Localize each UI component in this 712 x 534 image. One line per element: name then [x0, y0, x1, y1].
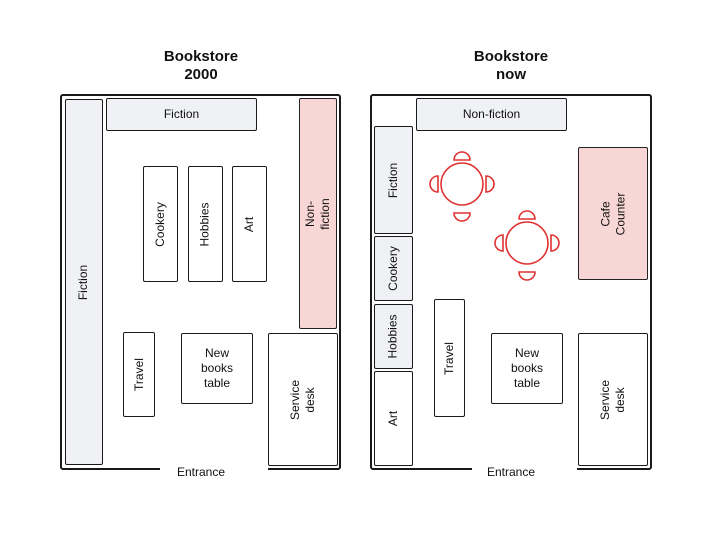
left-shelf-cookery: Cookery [143, 166, 178, 282]
left-entrance-label: Entrance [176, 465, 226, 479]
right-shelf-fiction: Fiction [374, 126, 413, 234]
right-new-books-table: New books table [491, 333, 563, 404]
right-cafe-counter: Cafe Counter [578, 147, 648, 280]
right-shelf-travel: Travel [434, 299, 465, 417]
right-shelf-art: Art [374, 371, 413, 466]
left-shelf-art: Art [232, 166, 267, 282]
right-plan-title: Bookstore now [473, 48, 549, 83]
right-shelf-cookery: Cookery [374, 236, 413, 301]
left-shelf-fiction-side: Fiction [65, 99, 103, 465]
left-shelf-hobbies: Hobbies [188, 166, 223, 282]
table-with-chairs-icon [494, 210, 560, 281]
shelf-label: New books table [510, 346, 544, 390]
shelf-label: New books table [200, 346, 234, 390]
right-shelf-hobbies: Hobbies [374, 304, 413, 369]
left-shelf-travel: Travel [123, 332, 155, 417]
left-service-desk: Service desk [268, 333, 338, 466]
right-shelf-non-fiction: Non-fiction [416, 98, 567, 131]
left-new-books-table: New books table [181, 333, 253, 404]
shelf-label: Non-fiction [462, 107, 521, 121]
left-shelf-fiction-top: Fiction [106, 98, 257, 131]
right-entrance-gap [472, 466, 577, 472]
left-entrance-gap [160, 466, 268, 472]
left-plan-title: Bookstore 2000 [163, 48, 239, 83]
table-with-chairs-icon [429, 151, 495, 222]
left-shelf-non-fiction: Non-fiction [299, 98, 337, 329]
right-entrance-label: Entrance [486, 465, 536, 479]
shelf-label: Fiction [163, 107, 200, 121]
right-service-desk: Service desk [578, 333, 648, 466]
